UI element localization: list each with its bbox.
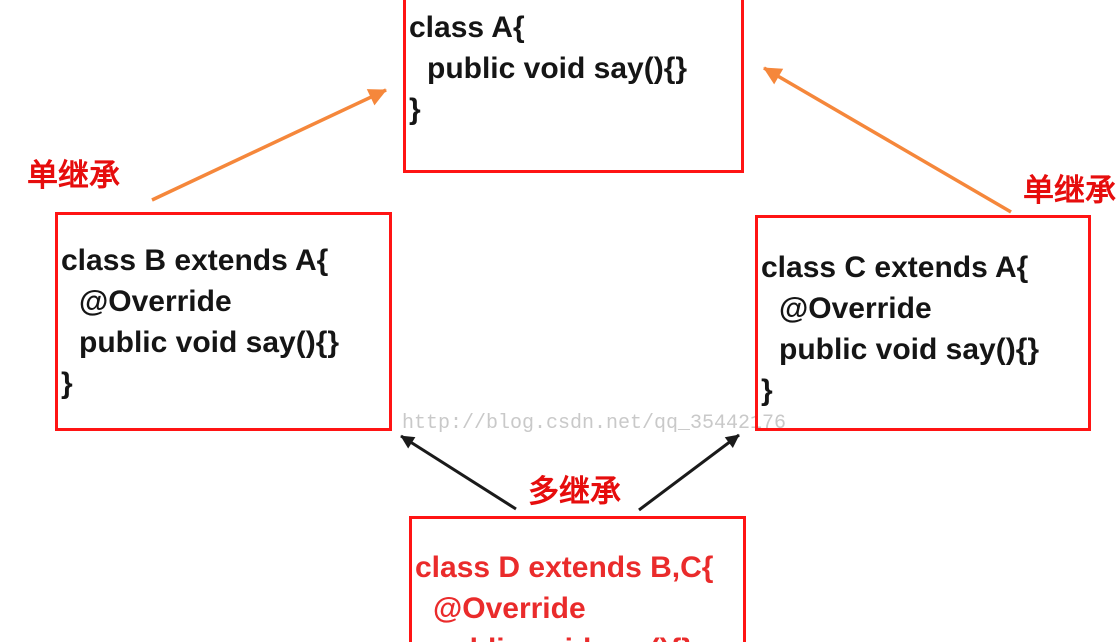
- single-inheritance-label-left: 单继承: [27, 158, 120, 193]
- multiple-inheritance-label: 多继承: [528, 474, 621, 509]
- code-line: public void say(){}: [779, 333, 1040, 366]
- code-line: @Override: [779, 292, 932, 325]
- code-line: public void say(){}: [427, 52, 688, 85]
- arrow-d-to-c: [638, 433, 740, 512]
- code-line: public void say(){}: [79, 326, 340, 359]
- class-box-d: class D extends B,C{ @Override public vo…: [409, 516, 746, 642]
- class-box-a: class A{ public void say(){} }: [403, 0, 744, 173]
- arrow-b-to-a: [151, 88, 387, 202]
- code-line: }: [409, 93, 421, 126]
- code-line: public void say(){}: [433, 629, 743, 642]
- code-line: @Override: [79, 285, 232, 318]
- arrow-d-to-b: [400, 434, 517, 511]
- code-line: }: [761, 374, 773, 407]
- code-line: class D extends B,C{: [415, 551, 714, 584]
- code-line: class B extends A{: [61, 244, 329, 277]
- class-box-b: class B extends A{ @Override public void…: [55, 212, 392, 431]
- code-line: @Override: [433, 592, 586, 625]
- class-box-c: class C extends A{ @Override public void…: [755, 215, 1091, 431]
- code-line: class C extends A{: [761, 251, 1029, 284]
- code-line: }: [61, 367, 73, 400]
- arrow-c-to-a: [763, 66, 1012, 214]
- single-inheritance-label-right: 单继承: [1023, 173, 1116, 208]
- code-line: class A{: [409, 11, 525, 44]
- watermark-text: http://blog.csdn.net/qq_35442176: [402, 412, 787, 435]
